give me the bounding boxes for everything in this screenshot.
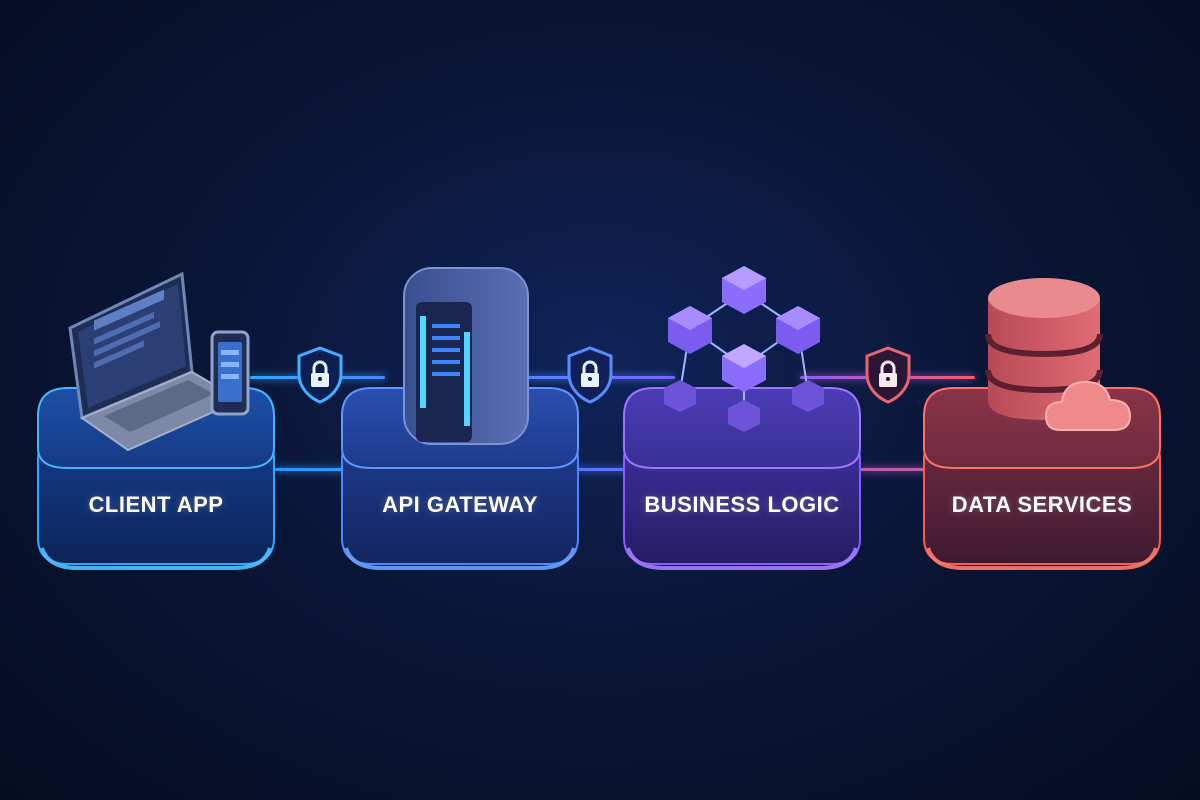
connector-gateway-logic-bottom: [560, 468, 635, 471]
connector-client-gateway-bottom: [275, 468, 355, 471]
lock-shield-icon: [864, 346, 912, 404]
database-cloud-icon: [984, 270, 1144, 455]
cube-network-icon: [650, 262, 840, 447]
node-label: DATA SERVICES: [951, 492, 1133, 517]
laptop-phone-icon: [64, 268, 264, 453]
node-label: CLIENT APP: [88, 492, 224, 517]
node-label: BUSINESS LOGIC: [644, 492, 840, 517]
node-label: API GATEWAY: [382, 492, 538, 517]
lock-shield-icon: [566, 346, 614, 404]
connector-logic-data-bottom: [860, 468, 930, 471]
server-icon: [396, 262, 536, 457]
lock-shield-icon: [296, 346, 344, 404]
